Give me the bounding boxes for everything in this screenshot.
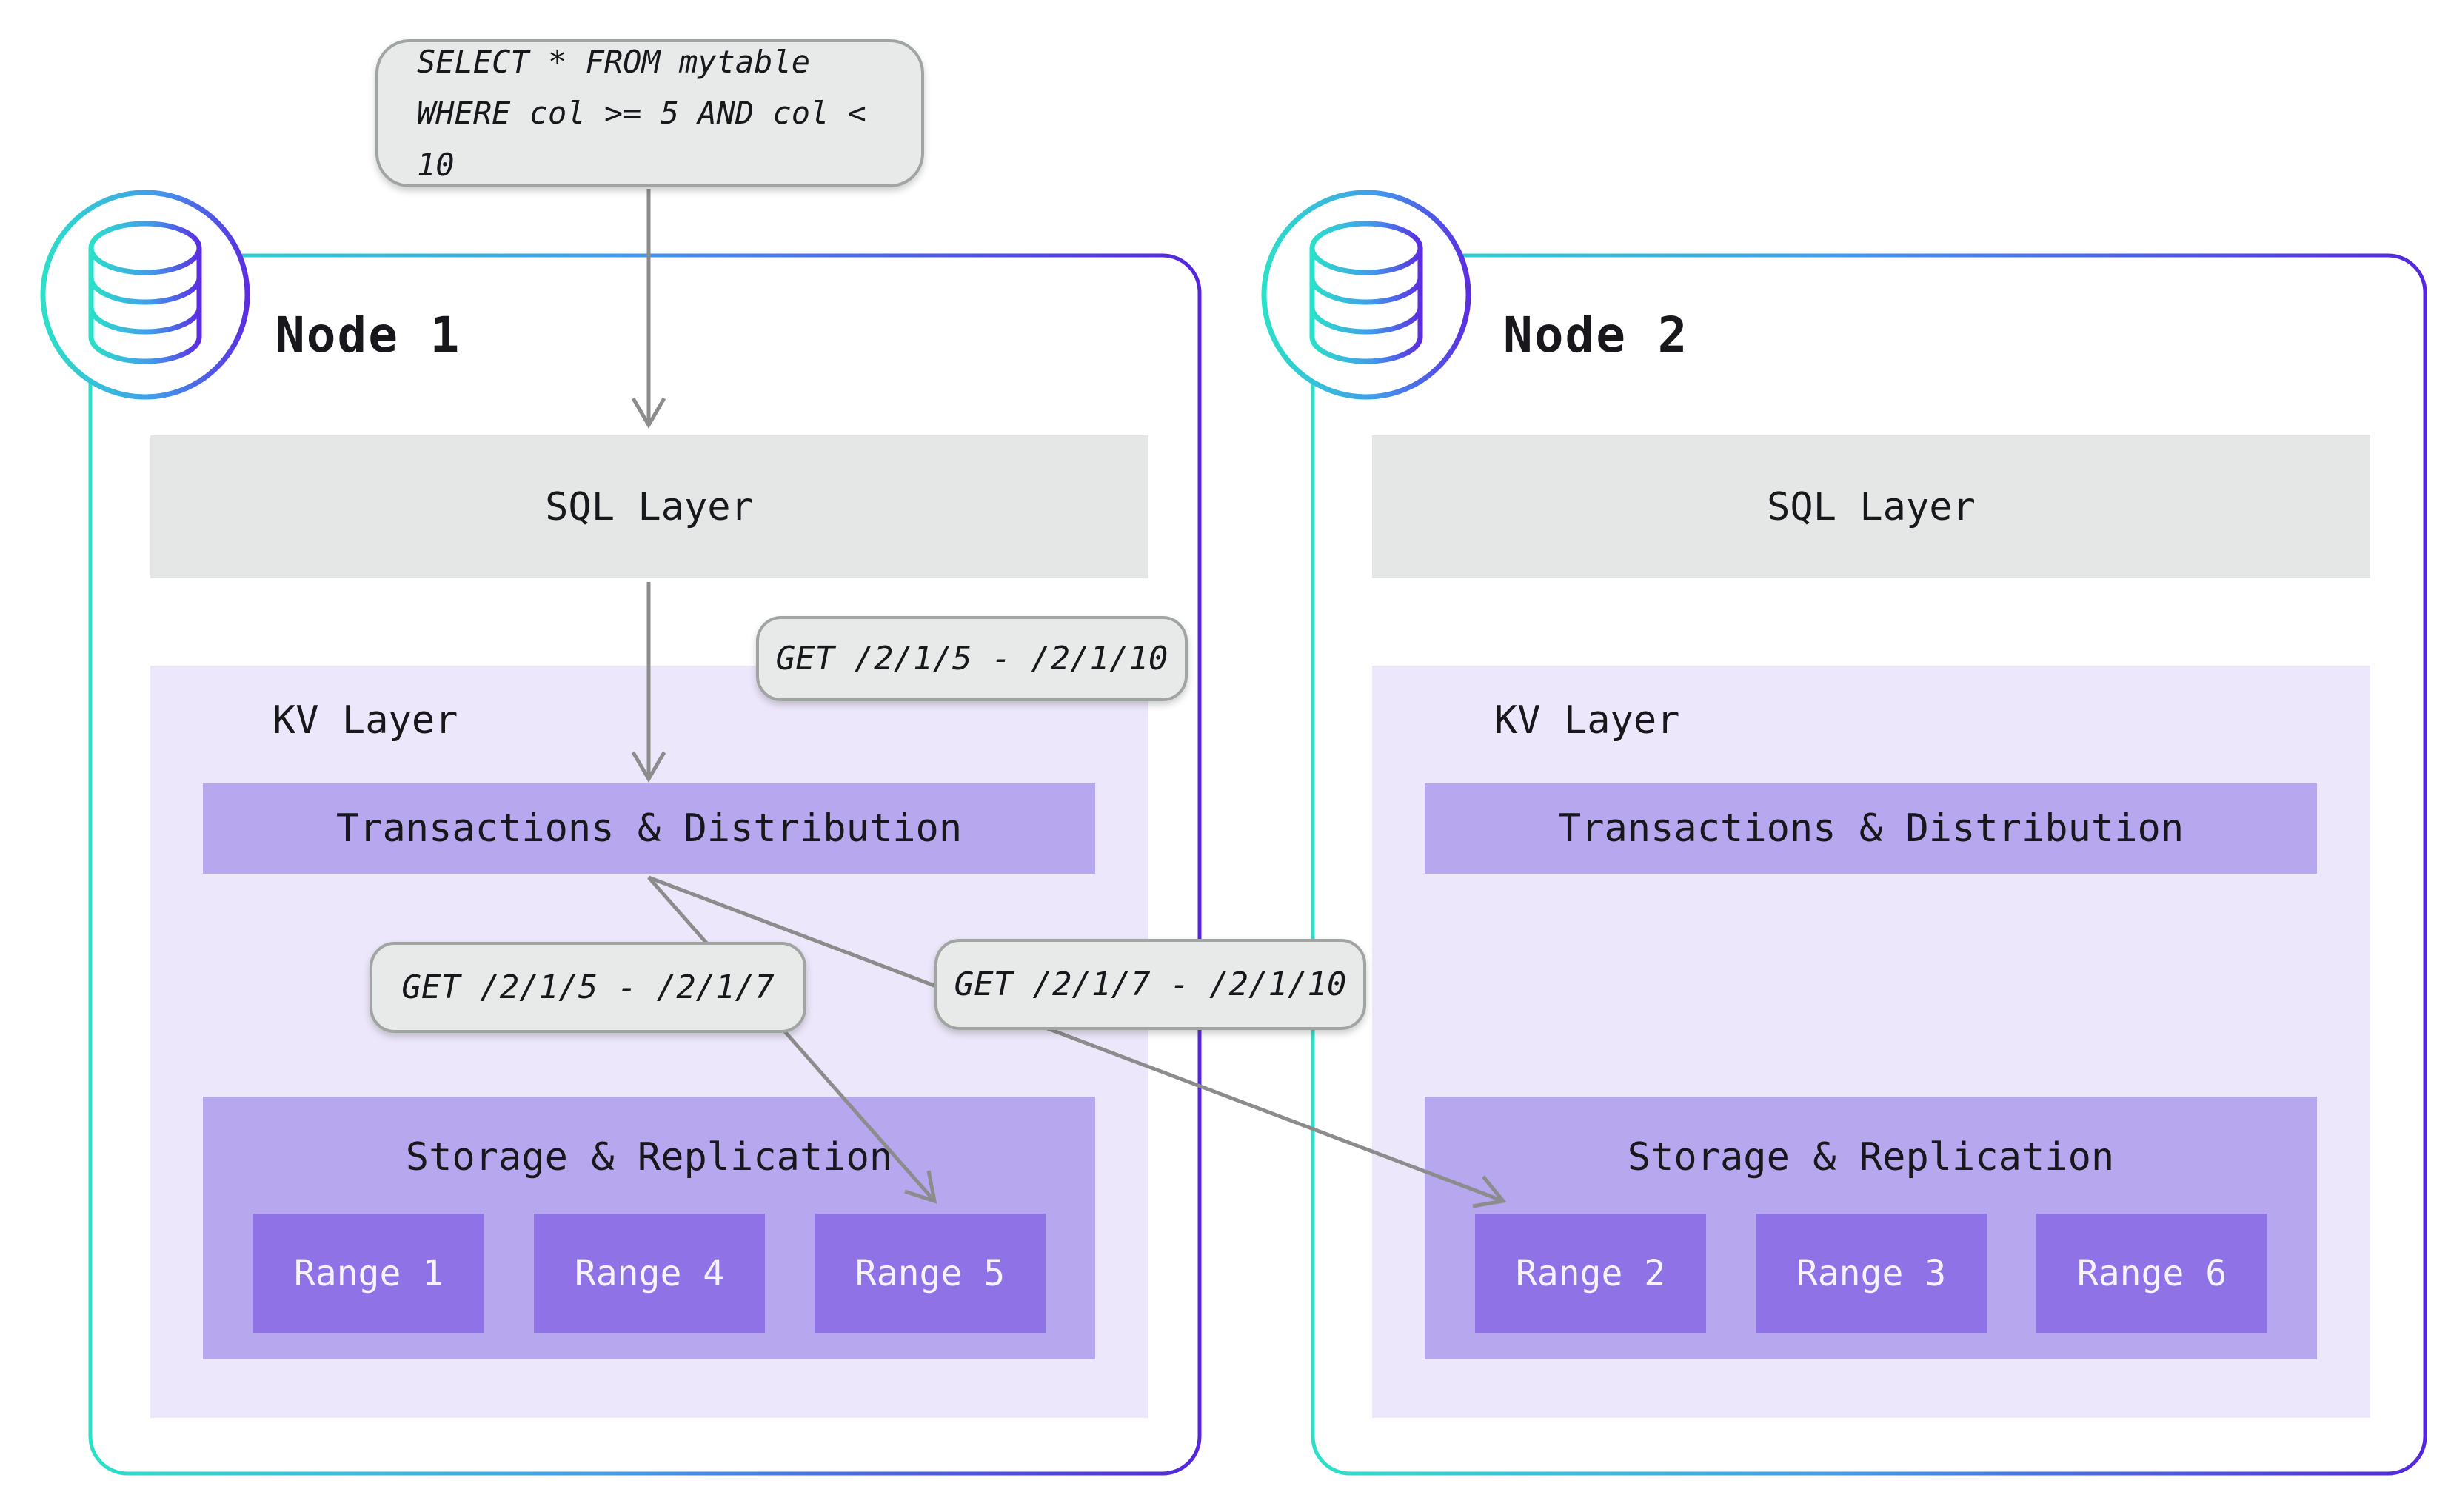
node2: SQL Layer KV Layer Transactions & Distri… — [1372, 0, 2370, 1512]
node2-transactions-label: Transactions & Distribution — [1557, 806, 2184, 851]
node2-kv-layer-label: KV Layer — [1494, 698, 1680, 743]
sql-query-line1: SELECT * FROM mytable — [417, 44, 811, 81]
range-box: Range 6 — [2036, 1214, 2267, 1333]
range-box: Range 3 — [1756, 1214, 1987, 1333]
node1-border — [88, 253, 1202, 1476]
node2-storage-box: Storage & Replication Range 2 Range 3 Ra… — [1425, 1097, 2317, 1359]
database-cylinder — [88, 221, 202, 364]
node1-storage-label: Storage & Replication — [405, 1135, 893, 1180]
get-right-range-label: GET /2/1/7 - /2/1/10 — [954, 966, 1347, 1003]
range-label: Range 4 — [574, 1252, 725, 1294]
range-box: Range 5 — [815, 1214, 1046, 1333]
node2-border — [1311, 253, 2427, 1476]
range-label: Range 2 — [1515, 1252, 1666, 1294]
node1-storage-box: Storage & Replication Range 1 Range 4 Ra… — [203, 1097, 1095, 1359]
sql-query-bubble: SELECT * FROM mytable WHERE col >= 5 AND… — [375, 39, 924, 187]
node1-sql-layer: SQL Layer — [150, 435, 1148, 578]
get-left-range-bubble: GET /2/1/5 - /2/1/7 — [370, 942, 806, 1033]
database-cylinder — [1309, 221, 1423, 364]
node1-kv-layer: KV Layer Transactions & Distribution Sto… — [150, 666, 1148, 1418]
node1-title: Node 1 — [275, 307, 461, 364]
node1-kv-layer-label: KV Layer — [272, 698, 458, 743]
node2-storage-label: Storage & Replication — [1627, 1135, 2115, 1180]
node2-sql-layer: SQL Layer — [1372, 435, 2370, 578]
range-label: Range 3 — [1796, 1252, 1947, 1294]
arrow-sql-to-transactions — [631, 582, 666, 783]
node2-sql-layer-label: SQL Layer — [1767, 484, 1976, 529]
range-label: Range 1 — [293, 1252, 444, 1294]
get-left-range-label: GET /2/1/5 - /2/1/7 — [401, 969, 775, 1006]
database-icon — [40, 190, 250, 400]
range-box: Range 2 — [1475, 1214, 1706, 1333]
get-right-range-bubble: GET /2/1/7 - /2/1/10 — [934, 939, 1366, 1030]
range-label: Range 6 — [2076, 1252, 2227, 1294]
arrow-transactions-to-range5 — [647, 876, 937, 1204]
range-box: Range 1 — [253, 1214, 484, 1333]
sql-query-line2: WHERE col >= 5 AND col < 10 — [417, 95, 866, 183]
arrow-transactions-to-range2 — [648, 875, 1507, 1208]
node2-transactions-box: Transactions & Distribution — [1425, 783, 2317, 874]
sql-query-text: SELECT * FROM mytable WHERE col >= 5 AND… — [417, 36, 921, 190]
range-label: Range 5 — [855, 1252, 1006, 1294]
node1: SQL Layer KV Layer Transactions & Distri… — [150, 0, 1148, 1512]
range-box: Range 4 — [534, 1214, 765, 1333]
database-icon — [1261, 190, 1471, 400]
node1-transactions-box: Transactions & Distribution — [203, 783, 1095, 874]
get-full-range-bubble: GET /2/1/5 - /2/1/10 — [756, 616, 1188, 701]
arrow-query-to-sql — [631, 189, 666, 429]
node2-title: Node 2 — [1503, 307, 1689, 364]
get-full-range-label: GET /2/1/5 - /2/1/10 — [775, 640, 1168, 678]
node1-sql-layer-label: SQL Layer — [545, 484, 754, 529]
node2-kv-layer: KV Layer Transactions & Distribution Sto… — [1372, 666, 2370, 1418]
node1-transactions-label: Transactions & Distribution — [335, 806, 963, 851]
